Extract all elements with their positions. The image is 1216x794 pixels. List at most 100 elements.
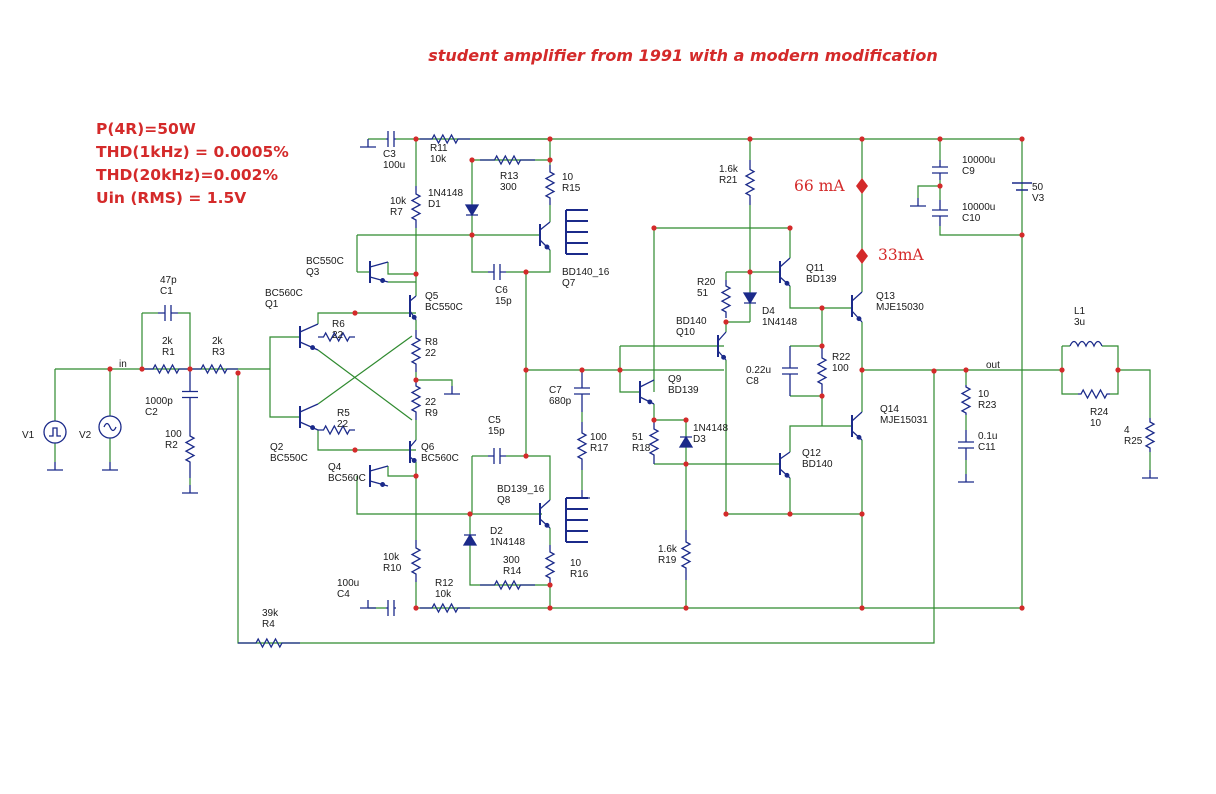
wire	[387, 262, 416, 275]
wire	[317, 312, 355, 324]
transistor-q2-emitter-mark	[310, 425, 316, 431]
junction-node	[617, 367, 623, 373]
capacitor-c8	[782, 346, 798, 396]
ground-symbol	[360, 139, 376, 148]
diode-d4	[742, 292, 758, 305]
heatsink-q7	[565, 209, 588, 255]
junction-node	[747, 269, 753, 275]
junction-node	[683, 605, 689, 611]
wire	[1061, 346, 1078, 395]
transistor-q10-emitter-mark	[721, 354, 727, 360]
junction-node	[723, 511, 729, 517]
spec-thd-1khz: THD(1kHz) = 0.0005%	[96, 143, 289, 161]
junction-node	[963, 367, 969, 373]
junction-node	[1019, 136, 1025, 142]
label-v2: V2	[79, 430, 92, 441]
junction-node	[547, 136, 553, 142]
junction-node	[139, 366, 145, 372]
junction-node	[467, 511, 473, 517]
resistor-r19	[680, 530, 692, 580]
junction-node	[547, 582, 553, 588]
junction-node	[651, 417, 657, 423]
wire	[526, 250, 551, 273]
junction-node	[683, 461, 689, 467]
diode-d1	[464, 204, 480, 217]
junction-node	[547, 157, 553, 163]
junction-node	[469, 157, 475, 163]
capacitor-c10	[932, 200, 948, 226]
junction-node	[1059, 367, 1065, 373]
junction-node	[352, 447, 358, 453]
resistor-r6	[318, 331, 355, 343]
junction-node	[787, 225, 793, 231]
wire	[416, 379, 453, 386]
source-v1-glyph	[49, 427, 61, 437]
capacitor-c1	[158, 305, 178, 321]
resistor-r18	[648, 420, 660, 464]
transistor-q14-emitter-mark	[856, 434, 862, 440]
resistor-r11	[420, 133, 470, 145]
ground-symbol	[102, 462, 118, 471]
wire	[917, 185, 940, 198]
net-label-in: in	[119, 359, 127, 370]
resistor-r3	[190, 363, 238, 375]
resistor-r12	[420, 602, 470, 614]
wire	[387, 466, 416, 477]
capacitor-c11	[958, 430, 974, 460]
wire	[789, 425, 822, 452]
wire	[269, 369, 300, 418]
components	[43, 131, 1158, 649]
transistor-q13-emitter-mark	[856, 316, 862, 322]
resistor-r10	[410, 540, 422, 582]
spec-list: P(4R)=50W THD(1kHz) = 0.0005% THD(20kHz)…	[96, 118, 289, 210]
transistor-q7-emitter-mark	[544, 244, 550, 250]
net-label-out: out	[986, 360, 1000, 371]
transistor-q9-emitter-mark	[647, 399, 653, 405]
current-marker-upper	[856, 178, 868, 194]
capacitor-c6	[488, 264, 506, 280]
resistor-r2	[184, 420, 196, 478]
wire	[317, 430, 416, 451]
transistor-q9-leads	[639, 379, 655, 405]
transistor-q12-emitter-mark	[784, 472, 790, 478]
transistor-q6-emitter-mark	[411, 458, 417, 463]
current-label-upper: 66 mA	[794, 177, 845, 195]
ground-symbol	[47, 462, 63, 471]
source-v2	[98, 415, 122, 439]
transistor-q3-emitter-mark	[380, 278, 386, 283]
label-v1: V1	[22, 430, 35, 441]
junction-node	[523, 269, 529, 275]
junction-node	[787, 511, 793, 517]
wire	[178, 312, 191, 369]
wire	[317, 335, 413, 405]
ground-symbol	[360, 600, 376, 609]
resistor-r21	[744, 160, 756, 205]
junction-node	[579, 367, 585, 373]
ground-symbol	[1142, 470, 1158, 479]
junction-node	[819, 393, 825, 399]
transistor-q1-leads	[299, 323, 319, 351]
junction-node	[469, 232, 475, 238]
